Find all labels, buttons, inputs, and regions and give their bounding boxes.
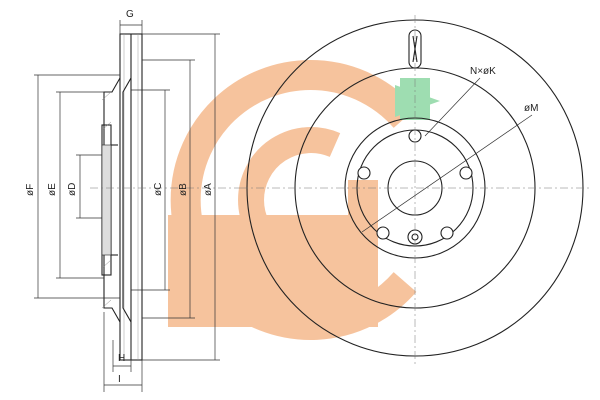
- label-a: øA: [203, 183, 214, 196]
- disc-front-view: [240, 15, 590, 365]
- label-nk: N×øK: [470, 66, 496, 77]
- dimension-lines: [34, 20, 220, 392]
- label-f: øF: [25, 184, 36, 196]
- label-h: H: [118, 353, 125, 364]
- label-i: I: [118, 374, 121, 385]
- watermark-logo: [168, 60, 440, 340]
- label-c: øC: [153, 183, 164, 196]
- label-b: øB: [178, 183, 189, 196]
- label-e: øE: [47, 183, 58, 196]
- label-d: øD: [67, 183, 78, 196]
- label-g: G: [126, 9, 134, 20]
- label-m: øM: [524, 103, 538, 114]
